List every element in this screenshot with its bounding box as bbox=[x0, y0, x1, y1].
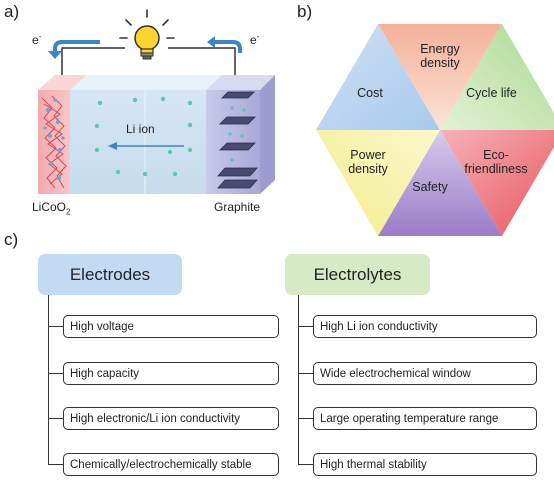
light-bulb-icon bbox=[119, 9, 175, 60]
licoo2-structure bbox=[41, 95, 67, 189]
electrodes-tree-line bbox=[48, 295, 49, 465]
electrolytes-branch-2 bbox=[298, 373, 314, 374]
graphite-li-ions bbox=[228, 106, 246, 162]
segment-cycle-life bbox=[440, 24, 554, 130]
electrolytes-item-1: High Li ion conductivity bbox=[313, 315, 537, 338]
electron-label-left: e- bbox=[32, 32, 42, 47]
li-ion-particles bbox=[94, 96, 193, 177]
licoo2-atoms bbox=[43, 98, 65, 180]
label-safety: Safety bbox=[412, 180, 448, 194]
electrolytes-tree-line bbox=[298, 295, 299, 465]
electron-arrow-right bbox=[207, 36, 242, 53]
electrolytes-branch-4 bbox=[298, 464, 314, 465]
electrodes-item-4: Chemically/electrochemically stable bbox=[63, 453, 279, 476]
li-ion-arrow bbox=[108, 142, 184, 150]
electrolytes-branch-3 bbox=[298, 418, 314, 419]
label-cost: Cost bbox=[357, 86, 383, 100]
electrodes-item-2: High capacity bbox=[63, 362, 279, 385]
li-ion-label: Li ion bbox=[126, 122, 155, 136]
segment-eco-friendliness bbox=[440, 130, 554, 236]
electron-arrow-left bbox=[48, 40, 100, 59]
electrodes-branch-4 bbox=[48, 464, 64, 465]
segment-safety bbox=[378, 130, 502, 236]
anode-label: Graphite bbox=[214, 200, 261, 214]
panel-b-label: b) bbox=[297, 2, 313, 21]
electrolytes-item-3: Large operating temperature range bbox=[313, 407, 537, 430]
label-cycle-life: Cycle life bbox=[466, 86, 517, 100]
electrodes-header: Electrodes bbox=[38, 254, 182, 295]
segment-cost bbox=[316, 24, 440, 130]
battery-diagram bbox=[38, 9, 275, 194]
graphite-layers bbox=[217, 91, 258, 189]
label-eco-friendliness: Eco-friendliness bbox=[464, 148, 528, 177]
electrolytes-item-2: Wide electrochemical window bbox=[313, 362, 537, 385]
hexagon-chart bbox=[316, 24, 554, 236]
external-circuit-wire bbox=[61, 47, 236, 75]
cathode-label: LiCoO2 bbox=[32, 200, 71, 217]
electrolytes-branch-1 bbox=[298, 326, 314, 327]
electrodes-branch-1 bbox=[48, 326, 64, 327]
segment-energy-density bbox=[378, 24, 502, 130]
electrodes-item-3: High electronic/Li ion conductivity bbox=[63, 407, 279, 430]
electron-label-right: e- bbox=[250, 32, 260, 47]
panel-c-label: c) bbox=[4, 230, 19, 249]
panel-a-label: a) bbox=[4, 2, 20, 21]
electrolytes-item-4: High thermal stability bbox=[313, 453, 537, 476]
electrodes-branch-2 bbox=[48, 373, 64, 374]
electrodes-branch-3 bbox=[48, 418, 64, 419]
electrodes-item-1: High voltage bbox=[63, 315, 279, 338]
electrolytes-header: Electrolytes bbox=[285, 254, 430, 295]
segment-power-density bbox=[316, 130, 440, 236]
